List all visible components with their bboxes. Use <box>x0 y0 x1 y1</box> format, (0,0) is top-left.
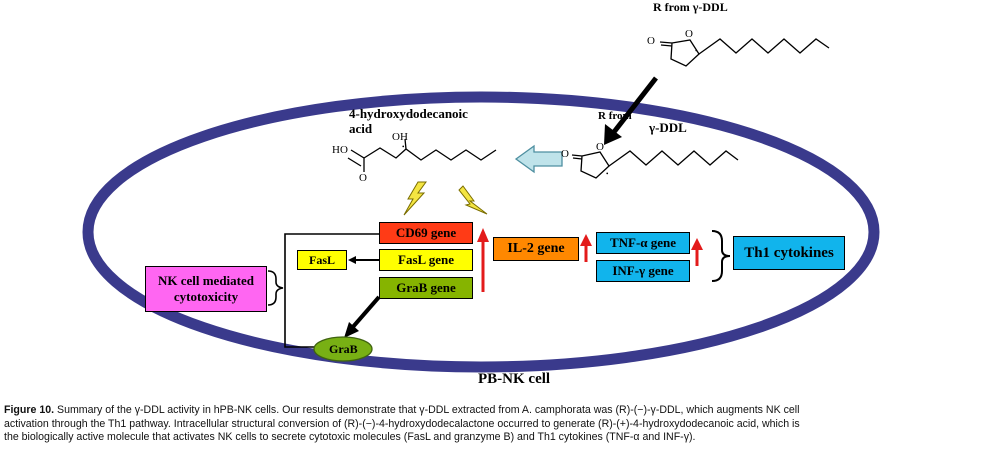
fasl-gene-box: FasL gene <box>379 249 473 271</box>
caption-line-1: Figure 10. Summary of the γ-DDL activity… <box>4 404 994 418</box>
chem-atom: OH <box>392 131 408 143</box>
product-label: 4-hydroxydodecanoic <box>349 106 468 121</box>
upregulation-arrow <box>477 228 489 292</box>
stereo-center-dot: • <box>695 47 698 55</box>
caption-text-1: Summary of the γ-DDL activity in hPB-NK … <box>57 404 800 416</box>
top-r-label: R from γ-DDL <box>653 0 728 14</box>
lightning-bolt-icon <box>458 185 488 215</box>
bracket-line <box>284 233 379 348</box>
upregulation-arrow <box>691 238 703 266</box>
chem-atom: O <box>647 35 655 47</box>
chem-atom: O <box>596 141 604 153</box>
inner-ddl-label: γ-DDL <box>649 120 687 135</box>
stereo-center-dot: • <box>402 143 405 151</box>
lactone-molecule-outside <box>659 38 830 67</box>
grab-oval <box>313 336 373 362</box>
cd69-gene-box: CD69 gene <box>379 222 473 244</box>
tnf-gene-box: TNF-α gene <box>596 232 690 254</box>
lactone-molecule-inside <box>571 150 739 179</box>
grab-arrow-head <box>344 322 359 338</box>
chem-atom: O <box>685 28 693 40</box>
stereo-center-dot: • <box>606 170 609 178</box>
product-label-2: acid <box>349 121 373 136</box>
grab-gene-box: GraB gene <box>379 277 473 299</box>
inf-gene-box: INF-γ gene <box>596 260 690 282</box>
caption-line-2: activation through the Th1 pathway. Intr… <box>4 417 800 430</box>
th1-cytokines-box: Th1 cytokines <box>733 236 845 270</box>
caption-line-3: the biologically active molecule that ac… <box>4 431 696 443</box>
il2-gene-box: IL-2 gene <box>493 237 579 261</box>
cell-membrane-ellipse <box>82 91 880 373</box>
nk-cytotoxicity-box: NK cell mediated cytotoxicity <box>145 266 267 312</box>
chem-atom: O <box>561 148 569 160</box>
nk-brace <box>267 270 284 306</box>
grab-arrow <box>350 295 381 330</box>
nk-cytotoxicity-label: NK cell mediated <box>157 273 255 288</box>
nk-cytotoxicity-label-2: cytotoxicity <box>173 289 239 304</box>
conversion-arrow <box>514 144 563 174</box>
chem-atom: HO <box>332 144 348 156</box>
entry-arrow <box>612 76 658 134</box>
acid-molecule <box>347 138 497 172</box>
entry-arrow-head <box>604 124 622 145</box>
upregulation-arrow <box>580 234 592 262</box>
grab-output-label: GraB <box>329 342 358 356</box>
inner-r-label: R from <box>598 110 632 122</box>
th1-brace <box>711 230 731 282</box>
lightning-bolt-icon <box>403 181 427 216</box>
figure-number: Figure 10. <box>4 404 55 416</box>
fasl-output-box: FasL <box>297 250 347 270</box>
cell-label: PB-NK cell <box>478 371 551 387</box>
chem-atom: O <box>359 172 367 184</box>
figure-caption: Figure 10. Summary of the γ-DDL activity… <box>4 404 994 445</box>
